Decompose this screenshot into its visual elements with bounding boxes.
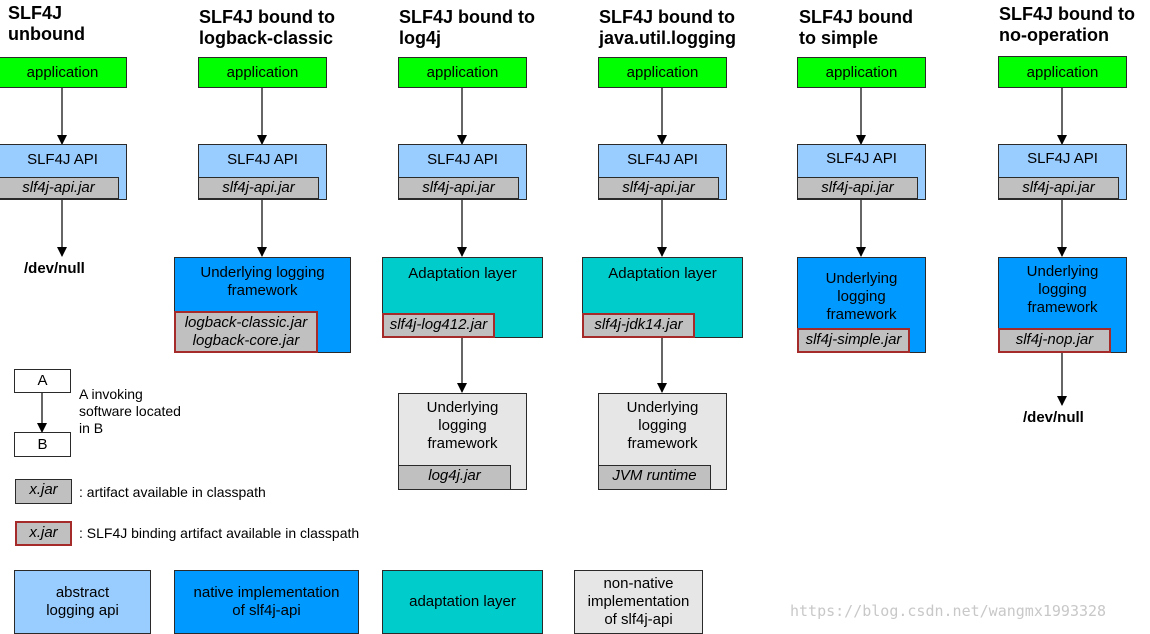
col3-application-box: application xyxy=(398,57,527,88)
col1-api-label: SLF4J API xyxy=(27,151,98,168)
legend-jar-desc: : artifact available in classpath xyxy=(79,484,266,500)
col4-application-box: application xyxy=(598,57,727,88)
legend-adaptation-box: adaptation layer xyxy=(382,570,543,634)
legend-b-box: B xyxy=(14,432,71,457)
col6-devnull: /dev/null xyxy=(1023,409,1084,426)
col2-api-label: SLF4J API xyxy=(227,151,298,168)
col5-native-label-3: framework xyxy=(826,306,897,323)
col3-api-label: SLF4J API xyxy=(427,151,498,168)
col2-binding-jar-1: logback-classic.jar xyxy=(184,314,308,331)
col3-framework-label-2: logging xyxy=(438,417,487,434)
legend-nonnative-2: implementation xyxy=(587,593,690,610)
legend-native-1: native implementation xyxy=(193,584,340,601)
col6-title: SLF4J bound to no-operation xyxy=(999,4,1135,45)
col5-api-label: SLF4J API xyxy=(826,150,897,167)
col5-native-label-1: Underlying xyxy=(825,270,898,287)
legend-abstract-2: logging api xyxy=(46,602,119,619)
col3-binding-jar: slf4j-log412.jar xyxy=(382,313,495,338)
col2-native-label-1: Underlying logging xyxy=(200,264,325,281)
col5-api-jar: slf4j-api.jar xyxy=(797,177,918,199)
col4-framework-jar: JVM runtime xyxy=(598,465,711,490)
col1-title: SLF4J unbound xyxy=(8,3,85,44)
legend-binding-jar-box: x.jar xyxy=(15,521,72,546)
col5-application-box: application xyxy=(797,57,926,88)
col4-title: SLF4J bound to java.util.logging xyxy=(599,7,737,48)
col3-framework-jar: log4j.jar xyxy=(398,465,511,490)
col6-native-label-2: logging xyxy=(1038,281,1087,298)
col6-binding-jar: slf4j-nop.jar xyxy=(998,328,1111,353)
legend-native-2: of slf4j-api xyxy=(232,602,301,619)
legend-jar-box: x.jar xyxy=(15,479,72,504)
col1-devnull: /dev/null xyxy=(24,260,85,277)
legend-a-box: A xyxy=(14,369,71,393)
col3-adaptation-label: Adaptation layer xyxy=(408,265,517,282)
watermark: https://blog.csdn.net/wangmx1993328 xyxy=(790,602,1107,620)
legend-binding-desc: : SLF4J binding artifact available in cl… xyxy=(79,525,360,541)
col3-framework-label-1: Underlying xyxy=(426,399,499,416)
col2-binding-jar-2: logback-core.jar xyxy=(192,332,300,349)
col4-framework-label-2: logging xyxy=(638,417,687,434)
col1-api-jar: slf4j-api.jar xyxy=(0,177,119,199)
legend-abstract-box: abstract logging api xyxy=(14,570,151,634)
legend-nonnative-box: non-native implementation of slf4j-api xyxy=(574,570,703,634)
col6-native-label-3: framework xyxy=(1027,299,1098,316)
col2-binding-jar: logback-classic.jar logback-core.jar xyxy=(174,311,318,353)
col5-title: SLF4J bound to simple xyxy=(799,7,913,48)
col3-api-jar: slf4j-api.jar xyxy=(398,177,519,199)
col6-native-label-1: Underlying xyxy=(1026,263,1099,280)
col6-api-jar: slf4j-api.jar xyxy=(998,177,1119,199)
legend-nonnative-1: non-native xyxy=(603,575,674,592)
col4-framework-label-1: Underlying xyxy=(626,399,699,416)
col5-binding-jar: slf4j-simple.jar xyxy=(797,328,910,353)
col4-framework-label-3: framework xyxy=(627,435,698,452)
col6-api-label: SLF4J API xyxy=(1027,150,1098,167)
legend-invoke-text: A invoking software located in B xyxy=(79,386,181,436)
col6-application-box: application xyxy=(998,56,1127,88)
col1-application-box: application xyxy=(0,57,127,88)
col4-api-jar: slf4j-api.jar xyxy=(598,177,719,199)
col2-title: SLF4J bound to logback-classic xyxy=(199,7,335,48)
col4-api-label: SLF4J API xyxy=(627,151,698,168)
col4-binding-jar: slf4j-jdk14.jar xyxy=(582,313,695,338)
col2-application-box: application xyxy=(198,57,327,88)
col3-title: SLF4J bound to log4j xyxy=(399,7,535,48)
col2-api-jar: slf4j-api.jar xyxy=(198,177,319,199)
col4-adaptation-label: Adaptation layer xyxy=(608,265,717,282)
legend-native-box: native implementation of slf4j-api xyxy=(174,570,359,634)
col3-framework-label-3: framework xyxy=(427,435,498,452)
col5-native-label-2: logging xyxy=(837,288,886,305)
col2-native-label-2: framework xyxy=(227,282,298,299)
legend-abstract-1: abstract xyxy=(55,584,110,601)
legend-nonnative-3: of slf4j-api xyxy=(604,611,673,628)
